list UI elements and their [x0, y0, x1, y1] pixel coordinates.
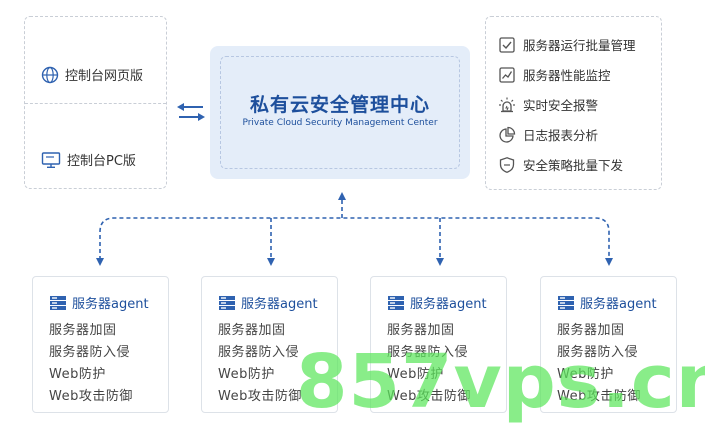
management-center: 私有云安全管理中心 Private Cloud Security Managem… — [210, 46, 470, 179]
agent-card: 服务器agent 服务器加固 服务器防入侵 Web防护 Web攻击防御 — [201, 276, 338, 413]
agent-card: 服务器agent 服务器加固 服务器防入侵 Web防护 Web攻击防御 — [32, 276, 169, 413]
globe-icon — [41, 66, 59, 83]
console-divider — [25, 103, 166, 104]
agent-title: 服务器agent — [410, 297, 487, 312]
console-web-label: 控制台网页版 — [65, 69, 144, 84]
console-web-item: 控制台网页版 — [41, 65, 143, 84]
alarm-icon — [499, 97, 515, 112]
center-title: 私有云安全管理中心 — [249, 94, 430, 116]
agent-header: 服务器agent — [387, 293, 487, 312]
server-icon — [219, 295, 235, 310]
console-pc-item: 控制台PC版 — [41, 150, 136, 169]
agent-feature: 服务器加固 — [49, 323, 117, 338]
feature-label: 日志报表分析 — [523, 128, 599, 143]
feature-label: 服务器性能监控 — [523, 68, 611, 83]
center-subtitle: Private Cloud Security Management Center — [242, 118, 438, 128]
agent-title: 服务器agent — [241, 297, 318, 312]
shield-icon — [499, 156, 515, 173]
agent-feature: 服务器防入侵 — [49, 345, 131, 360]
agent-card: 服务器agent 服务器加固 服务器防入侵 Web防护 Web攻击防御 — [370, 276, 507, 413]
server-icon — [50, 295, 66, 310]
agent-header: 服务器agent — [49, 293, 149, 312]
agent-feature: Web防护 — [49, 367, 106, 382]
server-icon — [388, 295, 404, 310]
management-center-frame — [220, 56, 460, 169]
feature-item: 服务器运行批量管理 — [498, 35, 636, 54]
agent-feature: 服务器防入侵 — [218, 345, 300, 360]
feature-item: 服务器性能监控 — [498, 65, 611, 84]
agent-header: 服务器agent — [557, 293, 657, 312]
feature-item: 日志报表分析 — [498, 125, 598, 144]
pie-chart-icon — [499, 126, 516, 143]
agent-feature: 服务器防入侵 — [557, 345, 639, 360]
bidirectional-arrow-icon — [177, 103, 205, 121]
feature-item: 安全策略批量下发 — [498, 155, 623, 174]
agent-feature: Web攻击防御 — [387, 389, 471, 404]
agent-title: 服务器agent — [580, 297, 657, 312]
console-panel: 控制台网页版 控制台PC版 — [24, 16, 167, 189]
agent-feature: Web攻击防御 — [557, 389, 641, 404]
feature-label: 实时安全报警 — [523, 98, 599, 113]
agent-feature: 服务器防入侵 — [387, 345, 469, 360]
agent-feature: Web攻击防御 — [218, 389, 302, 404]
feature-item: 实时安全报警 — [498, 95, 598, 114]
monitor-icon — [41, 151, 61, 168]
agent-feature: 服务器加固 — [218, 323, 286, 338]
agent-feature: Web防护 — [387, 367, 444, 382]
agent-feature: 服务器加固 — [387, 323, 455, 338]
agent-feature: Web攻击防御 — [49, 389, 133, 404]
feature-label: 服务器运行批量管理 — [523, 38, 636, 53]
agent-header: 服务器agent — [218, 293, 318, 312]
agent-title: 服务器agent — [72, 297, 149, 312]
checklist-icon — [499, 36, 515, 53]
line-chart-icon — [499, 66, 515, 83]
server-icon — [558, 295, 574, 310]
agent-feature: Web防护 — [218, 367, 275, 382]
agent-card: 服务器agent 服务器加固 服务器防入侵 Web防护 Web攻击防御 — [540, 276, 677, 413]
watermark: 857vps.cn — [296, 339, 705, 425]
agent-feature: 服务器加固 — [557, 323, 625, 338]
feature-label: 安全策略批量下发 — [523, 158, 624, 173]
console-pc-label: 控制台PC版 — [67, 154, 136, 169]
agent-feature: Web防护 — [557, 367, 614, 382]
features-panel: 服务器运行批量管理 服务器性能监控 实时安全报警 日志报表分析 — [485, 16, 662, 190]
